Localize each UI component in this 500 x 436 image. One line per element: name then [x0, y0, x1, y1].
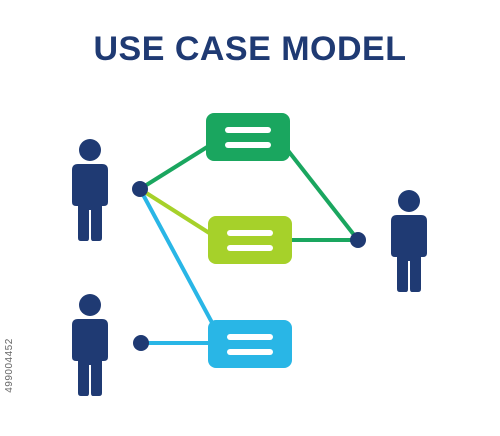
line-topleft-to-top: [138, 142, 214, 191]
person-icon: [72, 294, 108, 396]
usecase-bottom: [208, 320, 292, 368]
line-topleft-to-middle: [138, 187, 216, 238]
usecase-middle: [208, 216, 292, 264]
person-icon: [391, 190, 427, 292]
connector-dot-right: [350, 232, 366, 248]
person-icon: [72, 139, 108, 241]
diagram-title: USE CASE MODEL: [93, 30, 407, 68]
side-stock-id: 499004452: [3, 338, 15, 393]
usecase-top: [206, 113, 290, 161]
line-top-to-right: [284, 146, 360, 242]
line-topleft-to-bottom: [138, 188, 218, 331]
connector-dot-topleft: [132, 181, 148, 197]
connector-dot-bottomleft: [133, 335, 149, 351]
